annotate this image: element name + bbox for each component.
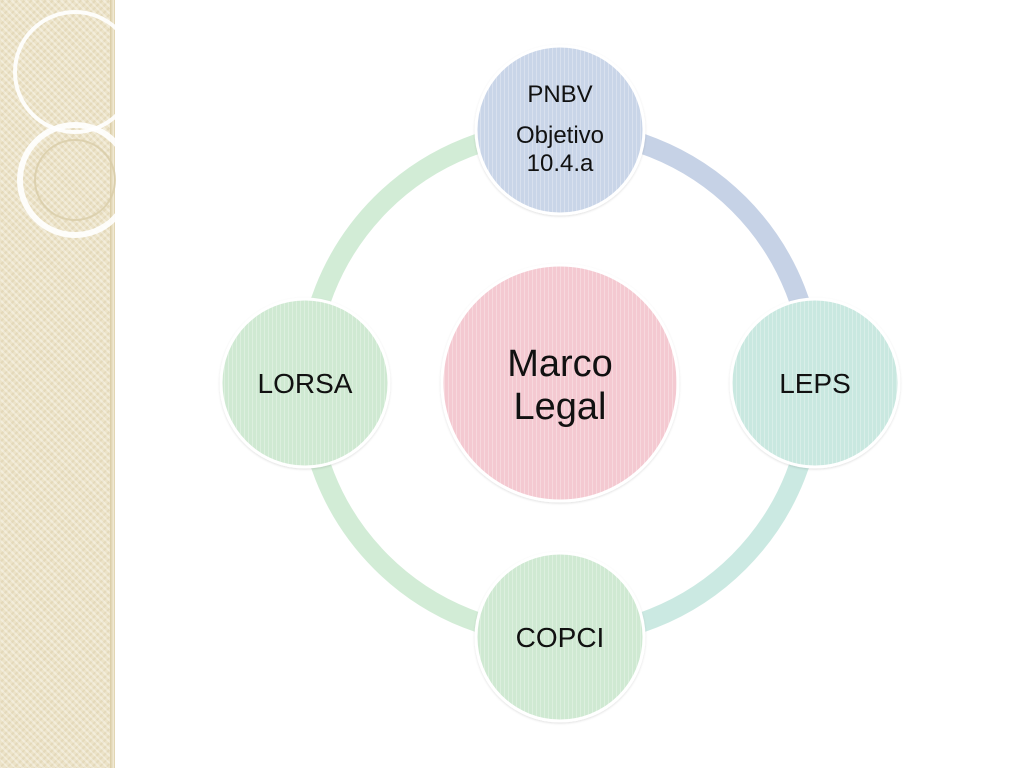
center-label-line-1: Marco: [507, 343, 613, 385]
node-lorsa-label: LORSA: [258, 368, 353, 399]
node-leps: LEPS: [729, 297, 901, 469]
node-pnbv-label-line-1: PNBV: [527, 81, 592, 108]
node-lorsa: LORSA: [219, 297, 391, 469]
node-leps-label: LEPS: [779, 368, 851, 399]
center-node: Marco Legal: [440, 263, 680, 503]
node-pnbv-label-line-3: 10.4.a: [527, 150, 594, 177]
center-label-line-2: Legal: [514, 386, 607, 428]
node-pnbv: PNBV Objetivo 10.4.a: [474, 44, 646, 216]
node-pnbv-label-line-2: Objetivo: [516, 122, 604, 149]
side-panel-edge: [110, 0, 114, 768]
node-copci: COPCI: [474, 551, 646, 723]
node-copci-label: COPCI: [516, 622, 605, 653]
decorative-rings: [13, 10, 137, 238]
